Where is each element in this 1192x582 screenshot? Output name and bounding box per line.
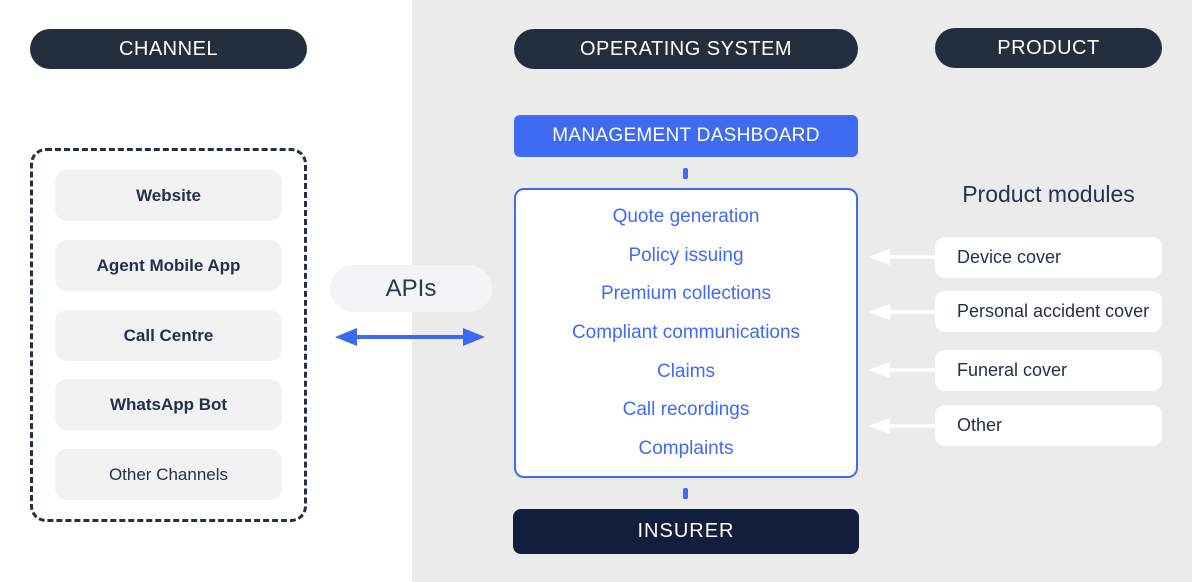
module-card-funeral-cover: Funeral cover xyxy=(935,350,1162,391)
connector-dash-icon xyxy=(683,168,688,179)
os-function-quote-generation: Quote generation xyxy=(612,206,760,228)
left-arrow-icon xyxy=(868,304,938,320)
channel-item-label: Call Centre xyxy=(123,325,214,345)
os-function-compliant-communications: Compliant communications xyxy=(571,321,801,343)
connector-dash-icon xyxy=(683,488,688,499)
channel-header: CHANNEL xyxy=(30,29,307,69)
module-card-personal-accident-cover: Personal accident cover xyxy=(935,291,1162,332)
channel-item-label: Agent Mobile App xyxy=(96,255,241,275)
product-header-label: PRODUCT xyxy=(997,36,1100,59)
os-function-premium-collections: Premium collections xyxy=(601,283,771,305)
os-functions-box: Quote generation Policy issuing Premium … xyxy=(514,188,858,478)
left-arrow-icon xyxy=(868,249,938,265)
module-card-device-cover: Device cover xyxy=(935,237,1162,278)
channel-item-other-channels: Other Channels xyxy=(55,449,282,500)
module-card-label: Funeral cover xyxy=(957,360,1068,380)
operating-system-header-label: OPERATING SYSTEM xyxy=(579,37,793,60)
apis-label: APIs xyxy=(385,274,437,302)
product-header: PRODUCT xyxy=(935,28,1162,68)
os-function-claims: Claims xyxy=(656,360,716,382)
channel-item-agent-mobile-app: Agent Mobile App xyxy=(55,240,282,291)
channel-item-website: Website xyxy=(55,170,282,221)
module-card-label: Device cover xyxy=(957,247,1062,267)
module-card-label: Other xyxy=(957,415,1003,435)
channel-item-label: Website xyxy=(136,185,201,205)
apis-badge: APIs xyxy=(330,265,492,312)
module-card-label: Personal accident cover xyxy=(957,301,1150,321)
left-arrow-icon xyxy=(868,418,938,434)
product-modules-title: Product modules xyxy=(962,181,1135,207)
channel-item-whatsapp-bot: WhatsApp Bot xyxy=(55,379,282,430)
channel-group-box xyxy=(30,148,307,522)
management-dashboard-button: MANAGEMENT DASHBOARD xyxy=(514,115,858,157)
channel-item-label: Other Channels xyxy=(108,464,229,484)
operating-system-header: OPERATING SYSTEM xyxy=(514,29,858,69)
channel-item-label: WhatsApp Bot xyxy=(109,394,228,414)
management-dashboard-label: MANAGEMENT DASHBOARD xyxy=(552,125,820,146)
double-arrow-icon xyxy=(335,328,485,346)
insurer-label: INSURER xyxy=(637,520,735,542)
module-card-other: Other xyxy=(935,405,1162,446)
os-function-policy-issuing: Policy issuing xyxy=(628,244,744,266)
channel-header-label: CHANNEL xyxy=(118,37,219,60)
insurer-button: INSURER xyxy=(513,509,859,554)
left-arrow-icon xyxy=(868,362,938,378)
os-function-call-recordings: Call recordings xyxy=(622,399,750,421)
channel-item-call-centre: Call Centre xyxy=(55,310,282,361)
os-function-complaints: Complaints xyxy=(638,437,734,459)
